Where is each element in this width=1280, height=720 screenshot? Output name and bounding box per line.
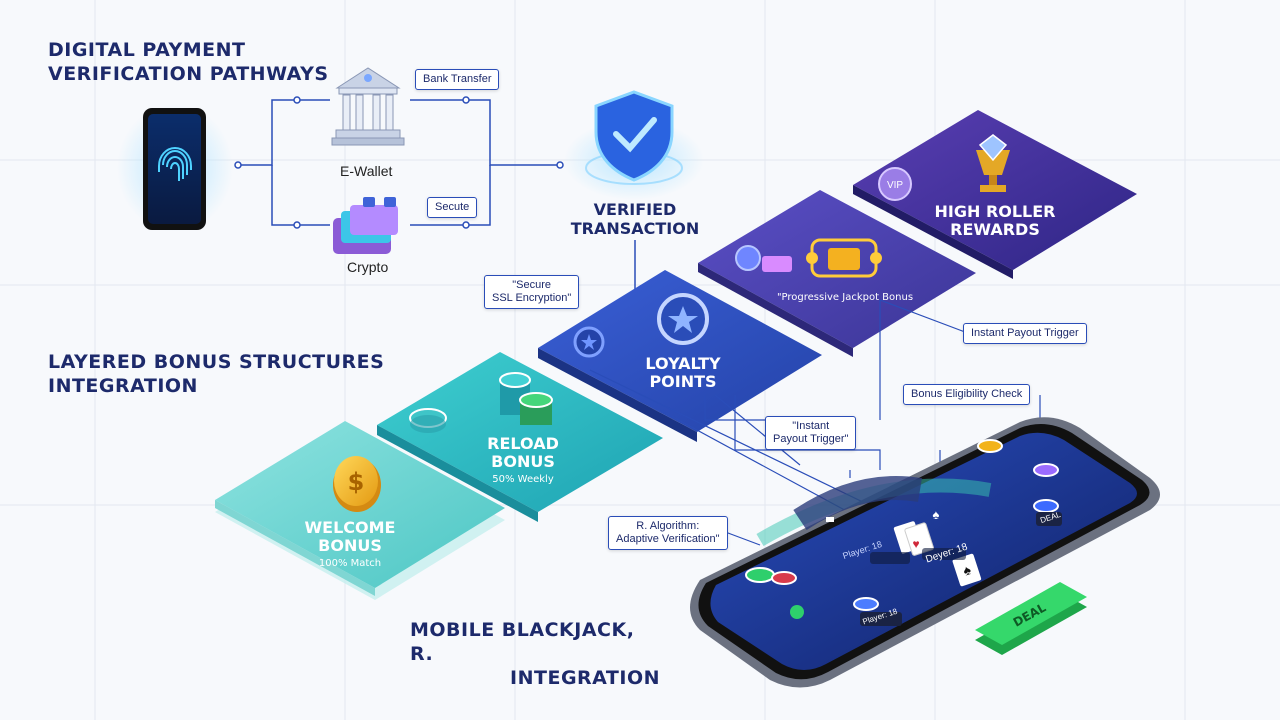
loyalty-title-line2: POINTS [649, 372, 717, 391]
crypto-wallet-icon [333, 197, 398, 254]
payment-title-line1: DIGITAL PAYMENT [48, 39, 246, 61]
mobile-section-title: MOBILE BLACKJACK, R. INTEGRATION [410, 618, 660, 690]
algorithm-line1: R. Algorithm: [636, 520, 700, 532]
reload-bonus-label: RELOAD BONUS 50% Weekly [463, 435, 583, 489]
bonus-section-title: LAYERED BONUS STRUCTURES INTEGRATION [48, 350, 384, 398]
payment-title-line2: VERIFICATION PATHWAYS [48, 63, 329, 85]
svg-text:♠: ♠ [933, 507, 940, 522]
casino-chips-icon [409, 372, 553, 433]
mobile-title-line1: MOBILE BLACKJACK, R. [410, 619, 635, 665]
trophy-icon [976, 134, 1010, 192]
tier-reload-slab [377, 352, 663, 522]
algorithm-line2: Adaptive Verification" [616, 533, 720, 545]
star-badge-icon [573, 293, 709, 358]
payout-mid-line2: Payout Trigger" [773, 433, 849, 445]
ssl-line1: "Secure [512, 279, 552, 291]
secure-callout: Secute [427, 197, 478, 218]
svg-text:VIP: VIP [887, 180, 903, 191]
highroller-title-line1: HIGH ROLLER [934, 202, 1056, 221]
loyalty-title-line1: LOYALTY [645, 354, 721, 373]
ssl-encryption-callout: "Secure SSL Encryption" [484, 275, 580, 309]
instant-payout-callout-mid: "Instant Payout Trigger" [765, 416, 857, 450]
bonus-eligibility-callout: Bonus Eligibility Check [903, 384, 1031, 405]
reload-title-line1: RELOAD [487, 434, 559, 453]
welcome-title-line2: BONUS [318, 536, 382, 555]
algorithm-callout: R. Algorithm: Adaptive Verification" [608, 516, 728, 550]
jackpot-flow-icon [735, 238, 882, 278]
instant-payout-callout-right: Instant Payout Trigger [963, 323, 1087, 344]
vip-badge-icon: VIP [878, 167, 912, 201]
svg-text:$: $ [348, 468, 365, 496]
bonus-title-line2: INTEGRATION [48, 375, 198, 397]
fingerprint-phone-icon [117, 104, 233, 232]
reload-title-line2: BONUS [491, 452, 555, 471]
gold-coin-icon: $ [333, 456, 381, 512]
payment-section-title: DIGITAL PAYMENT VERIFICATION PATHWAYS [48, 38, 329, 86]
payment-connectors [234, 96, 564, 229]
crypto-label: Crypto [347, 259, 389, 275]
mobile-title-line2: INTEGRATION [510, 667, 660, 689]
ewallet-label: E-Wallet [340, 163, 393, 179]
bank-transfer-callout: Bank Transfer [415, 69, 500, 90]
payout-mid-line1: "Instant [792, 420, 830, 432]
high-roller-label: HIGH ROLLER REWARDS [920, 203, 1070, 239]
verified-transaction-label: VERIFIED TRANSACTION [560, 200, 710, 238]
welcome-title-line1: WELCOME [304, 518, 396, 537]
verified-shield-icon [564, 90, 704, 200]
jackpot-bonus-label: "Progressive Jackpot Bonus [776, 292, 914, 303]
blackjack-phone: ♠ ♠ ♥ [690, 417, 1160, 688]
ssl-line2: SSL Encryption" [492, 292, 572, 304]
verified-line2: TRANSACTION [570, 219, 700, 238]
highroller-title-line2: REWARDS [950, 220, 1040, 239]
deal-button-shape [975, 582, 1087, 655]
svg-text:♥: ♥ [912, 537, 919, 551]
verified-line1: VERIFIED [593, 200, 677, 219]
reload-subtitle: 50% Weekly [492, 474, 554, 485]
tier-loyalty-slab [538, 270, 822, 442]
welcome-subtitle: 100% Match [318, 558, 382, 569]
bonus-title-line1: LAYERED BONUS STRUCTURES [48, 351, 385, 373]
welcome-bonus-label: WELCOME BONUS 100% Match [290, 519, 410, 573]
bank-building-icon [331, 67, 405, 146]
loyalty-points-label: LOYALTY POINTS [623, 355, 743, 391]
